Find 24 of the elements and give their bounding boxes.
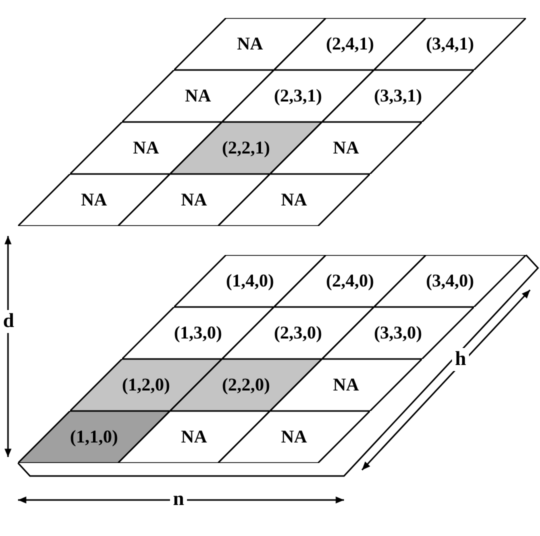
grid-cell: NA [270,359,422,411]
grid-cell: (2,4,0) [274,255,426,307]
grid-cell: (2,3,0) [222,307,374,359]
grid-cell: (1,3,0) [122,307,274,359]
grid-cell: (1,4,0) [174,255,326,307]
grid-cell: NA [270,122,422,174]
grid-cell: NA [122,70,274,122]
grid-cell: NA [218,174,370,226]
grid-cell: (1,2,0) [70,359,222,411]
grid-cell: (3,4,1) [374,18,526,70]
grid-cell: (3,4,0) [374,255,526,307]
grid-cell: (2,2,1) [170,122,322,174]
dimension-label: h [452,348,470,371]
grid-cell: NA [18,174,170,226]
grid-cell: (2,3,1) [222,70,374,122]
grid-cell: (2,4,1) [274,18,426,70]
grid-cell: NA [174,18,326,70]
grid-cell: (3,3,1) [322,70,474,122]
grid-cell: NA [70,122,222,174]
grid-cell: NA [118,411,270,463]
grid-cell: (1,1,0) [18,411,170,463]
grid-cell: NA [218,411,370,463]
grid-cell: NA [118,174,270,226]
grid-cell: (2,2,0) [170,359,322,411]
